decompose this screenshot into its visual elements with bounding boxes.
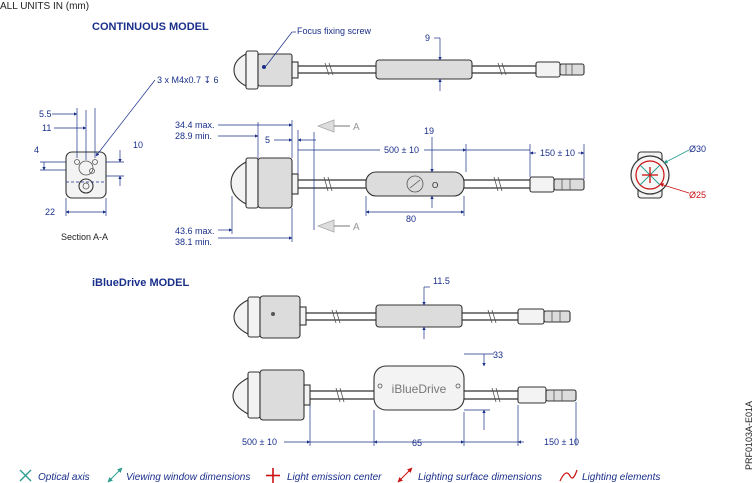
dim-80: 80 (406, 214, 416, 224)
dim-38-1: 38.1 min. (175, 237, 212, 247)
connector-top (535, 61, 561, 78)
part-code: PRF0103A-E01A (744, 401, 754, 470)
continuous-title: CONTINUOUS MODEL (92, 21, 209, 33)
dim-28-9: 28.9 min. (175, 131, 212, 141)
dim-4: 4 (34, 145, 39, 155)
lens-bezel-top (245, 50, 259, 90)
red-double-arrow-icon (397, 467, 413, 483)
legend-label: Light emission center (287, 472, 382, 483)
dim-43-6: 43.6 max. (175, 226, 215, 236)
units-note: ALL UNITS IN (mm) (0, 1, 89, 12)
section-arrow-bottom (316, 219, 335, 233)
continuous-front-view: O 34.4 max. 28.9 min. 5 A A 500 ± 10 19 (175, 119, 585, 247)
red-curve-icon (559, 469, 578, 482)
legend-item-lighting-elements: Lighting elements (559, 469, 660, 483)
dim-33: 33 (493, 350, 503, 360)
legend-label: Optical axis (38, 472, 90, 483)
focus-screw-label: Focus fixing screw (297, 26, 372, 36)
ibluedrive-driver-top (375, 304, 463, 328)
driver-top (375, 59, 473, 80)
section-a-bottom: A (353, 222, 360, 233)
ibluedrive-top-view: 11.5 (233, 276, 571, 339)
legend-item-lighting-surface: Lighting surface dimensions (397, 467, 542, 483)
dim-22: 22 (45, 207, 55, 217)
section-arrow-top (316, 119, 335, 133)
dim-500: 500 ± 10 (384, 145, 419, 155)
legend-item-light-emission-center: Light emission center (266, 468, 382, 483)
dia-25: Ø25 (689, 190, 706, 200)
lens-dome-top (233, 53, 247, 87)
teal-double-arrow-icon (107, 467, 123, 483)
legend-label: Viewing window dimensions (126, 472, 250, 483)
dim-150: 150 ± 10 (540, 148, 575, 158)
section-a-a-view: 3 x M4x0.7 ↧ 6 5.5 11 4 10 22 Section A-… (34, 75, 219, 242)
legend-label: Lighting elements (582, 472, 660, 483)
ibluedrive-front-view: iBlueDrive 33 500 ± 10 65 150 ± 10 (232, 350, 579, 448)
dim-5-5: 5.5 (39, 109, 52, 119)
screw-spec: 3 x M4x0.7 ↧ 6 (157, 75, 219, 85)
dim-65: 65 (412, 438, 422, 448)
dim-34-4: 34.4 max. (175, 120, 215, 130)
legend-item-optical-axis: Optical axis (19, 469, 90, 483)
dim-11: 11 (42, 123, 51, 133)
ibluedrive-box (373, 365, 465, 411)
red-plus-icon (266, 468, 280, 483)
body-ring-top (291, 61, 299, 79)
legend-item-viewing-window: Viewing window dimensions (107, 467, 250, 483)
focus-screw (262, 65, 266, 69)
dim-500-ibd: 500 ± 10 (242, 437, 277, 447)
x-cross-icon (19, 469, 32, 482)
legend-label: Lighting surface dimensions (418, 472, 542, 483)
dim-10: 10 (133, 140, 143, 150)
sensor-body-top (257, 53, 293, 87)
legend: Optical axis Viewing window dimensions L… (19, 467, 660, 483)
lens-front-view: Ø30 Ø25 (630, 144, 706, 200)
continuous-top-view: Focus fixing screw 9 (233, 26, 585, 91)
ibluedrive-title: iBlueDrive MODEL (92, 277, 189, 289)
dim-5: 5 (265, 135, 270, 145)
dim-11-5: 11.5 (433, 276, 450, 286)
svg-text:O: O (432, 181, 438, 190)
section-a-a-label: Section A-A (61, 232, 108, 242)
dim-9: 9 (425, 33, 430, 43)
ibluedrive-box-label: iBlueDrive (392, 382, 447, 396)
dim-150-ibd: 150 ± 10 (544, 437, 579, 447)
lens-inner-circle (635, 160, 665, 190)
dia-30: Ø30 (689, 144, 706, 154)
dim-19: 19 (424, 126, 434, 136)
section-a-top: A (353, 122, 360, 133)
